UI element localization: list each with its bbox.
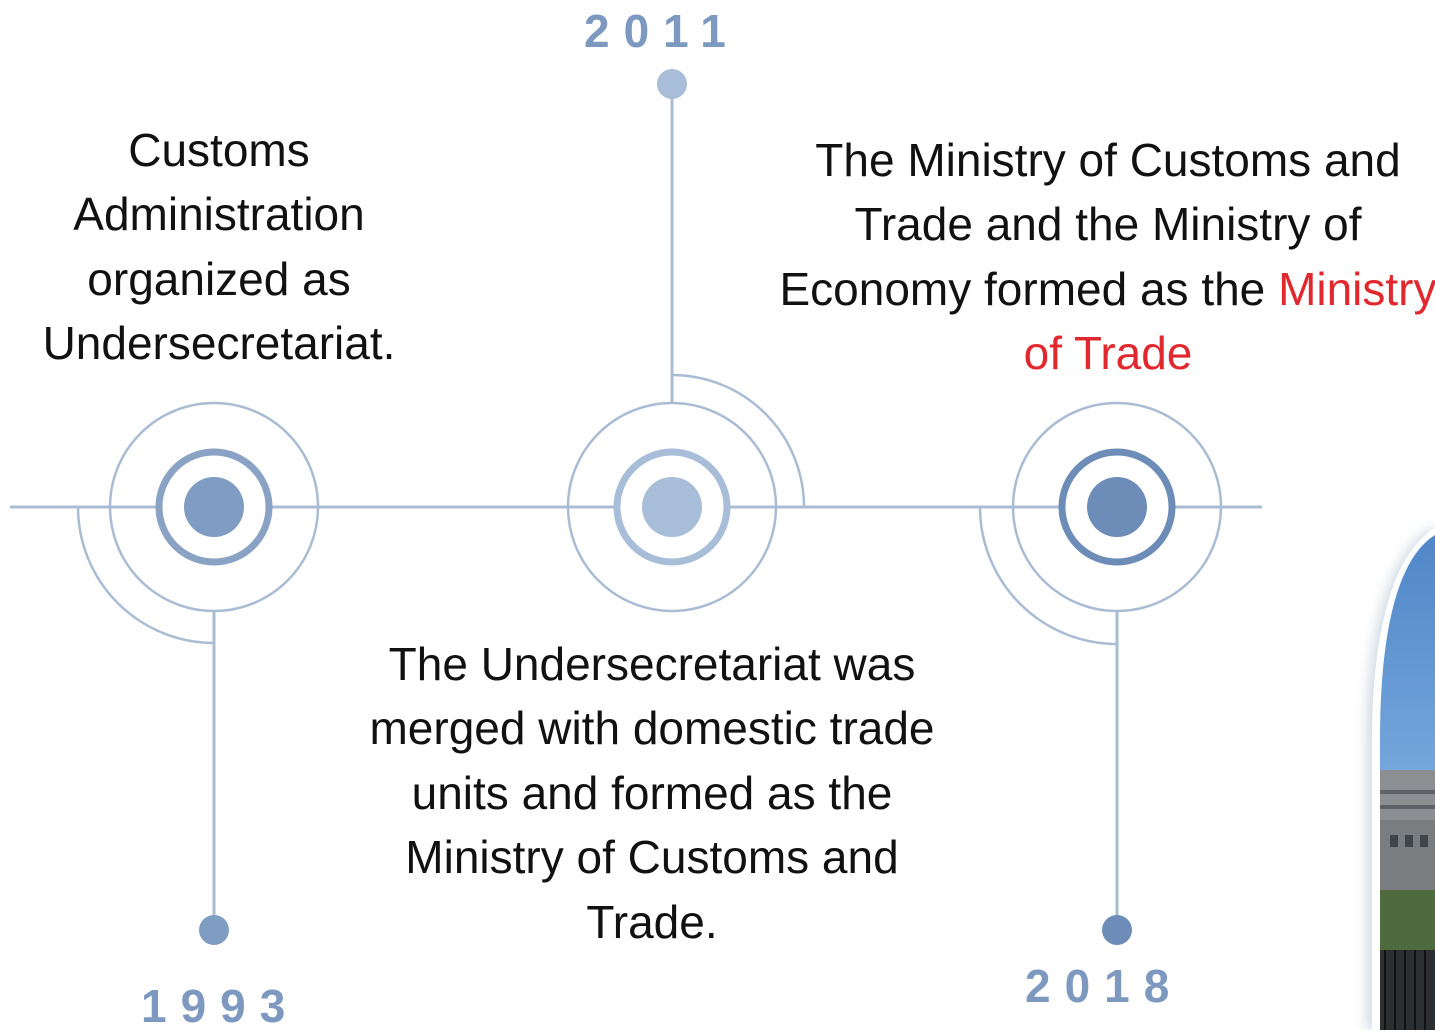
milestone-description-1993: Customs Administration organized as Unde… (42, 124, 396, 370)
milestone-description-2011: The Undersecretariat was merged with dom… (369, 638, 935, 948)
node-2018 (978, 401, 1223, 945)
node-1993 (76, 401, 320, 945)
year-label-2011: 2011 (584, 5, 740, 57)
node-1993-endpoint (199, 915, 229, 945)
milestone-description-2018-text: The Ministry of Customs and Trade and th… (779, 134, 1401, 315)
node-2011-endpoint (657, 69, 687, 99)
ministry-of-trade-highlight: Ministry of Trade (1023, 262, 1435, 380)
milestone-description-2018: The Ministry of Customs and Trade and th… (778, 128, 1435, 386)
ministry-building-photo (1366, 525, 1435, 1030)
node-2018-endpoint (1102, 915, 1132, 945)
node-2011 (566, 69, 806, 613)
year-label-1993: 1993 (141, 980, 300, 1032)
year-label-2018: 2018 (1025, 960, 1184, 1012)
